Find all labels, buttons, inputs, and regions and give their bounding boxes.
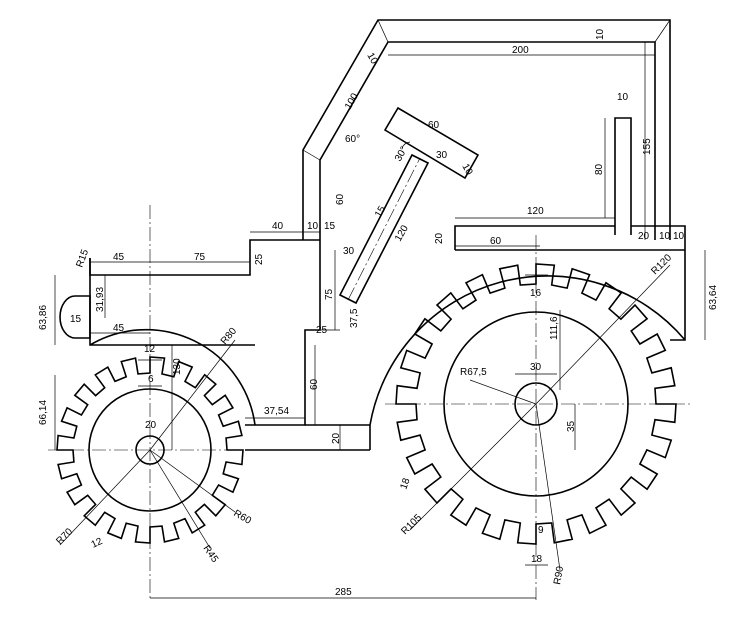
center-lines [48,205,690,600]
dim-30-mid: 30 [343,246,355,257]
dim-66-14: 66,14 [38,400,49,425]
dim-12-bottom: 12 [90,536,105,551]
dim-18-bottom: 18 [531,554,543,565]
dim-60-pillar: 60 [335,193,346,205]
headlight [59,295,91,339]
rear-wheel-tooth-outline [395,263,677,545]
dim-63-86: 63,86 [38,305,49,330]
dim-r15: R15 [74,248,91,269]
dim-25-a: 25 [254,253,265,265]
dim-12-top: 12 [144,344,156,355]
dim-30deg: 30° [393,145,410,164]
dim-6: 6 [148,374,154,385]
dim-285: 285 [335,587,352,598]
fender-body [369,225,686,426]
dim-45-lower: 45 [113,323,125,334]
rear-wheel [395,263,677,545]
dim-r90: R90 [552,565,566,585]
dim-75-mid: 75 [324,288,335,300]
dim-9: 9 [538,525,544,536]
dim-130: 130 [172,358,183,375]
dim-r60: R60 [232,508,254,527]
dim-155: 155 [642,138,653,155]
dim-10-exhaust: 10 [617,92,629,103]
dim-35: 35 [566,420,577,432]
dim-16: 16 [530,288,542,299]
front-wheel-tooth-outline [56,356,244,544]
front-wheel [56,328,256,544]
dim-r67-5: R67,5 [460,367,487,378]
dim-60-lower: 60 [309,378,320,390]
dim-15-lamp: 15 [70,314,82,325]
dim-60-seat: 60 [428,120,440,131]
dim-10-mid: 10 [307,221,319,232]
dim-30-hub: 30 [530,362,542,373]
front-wheel-fender [89,328,256,426]
dim-31-93: 31,93 [95,287,106,312]
dim-r70: R70 [54,526,75,547]
front-wheel-teeth [56,356,244,544]
dim-15-wheelrod: 15 [373,204,388,220]
dim-10-right-b: 10 [673,231,685,242]
dim-15-mid: 15 [324,221,336,232]
dim-111-6: 111,6 [549,316,560,340]
dim-60-fender: 60 [490,236,502,247]
dim-37-54: 37,54 [264,406,289,417]
dim-37-5: 37,5 [349,308,360,328]
dimension-labels: 10 10 200 100 60° 155 10 80 60 10 30 30°… [38,28,719,598]
dim-10-right-a: 10 [659,231,671,242]
cab-frame [302,19,671,240]
dim-r45: R45 [201,543,221,565]
dim-18-tooth: 18 [398,476,412,491]
dim-80: 80 [594,163,605,175]
dim-r105: R105 [399,512,424,537]
dim-30-seat: 30 [436,150,448,161]
dimension-lines [54,42,706,599]
dim-60deg: 60° [345,134,360,145]
dim-10-roof-left: 10 [364,51,379,67]
exhaust-pipe [614,117,632,235]
dim-120-fender: 120 [527,206,544,217]
rear-wheel-teeth [395,263,677,545]
dim-20-chassis: 20 [331,432,342,444]
dim-20-hub-small: 20 [145,420,157,431]
dim-45-top: 45 [113,252,125,263]
dim-20-fender: 20 [434,232,445,244]
dim-200: 200 [512,45,529,56]
dim-10-roof-top: 10 [595,28,606,40]
dim-r80: R80 [219,325,240,346]
dim-40: 40 [272,221,284,232]
dim-63-64: 63,64 [708,285,719,310]
dim-25-b: 25 [316,325,328,336]
dim-75-top: 75 [194,252,206,263]
chassis [245,240,371,451]
steering [338,106,480,305]
dim-10-seat: 10 [459,162,474,178]
dim-20-right: 20 [638,231,650,242]
